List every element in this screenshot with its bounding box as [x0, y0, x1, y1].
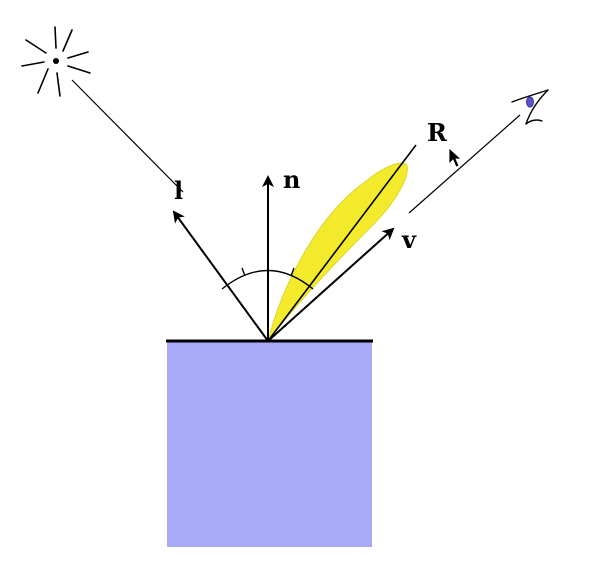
surface-block: [167, 341, 372, 547]
light-vector: [172, 210, 269, 342]
reflect-vector: [267, 144, 417, 342]
mouse-pointer-icon: [448, 147, 463, 168]
specular-lobe: [267, 162, 408, 342]
viewer-ray: [408, 114, 521, 214]
view-label: v: [401, 225, 417, 254]
normal-label: n: [283, 165, 300, 194]
eye-icon: [511, 89, 549, 125]
angle-tick-right: [290, 267, 295, 277]
view-vector: [267, 227, 395, 342]
reflect-label: R: [427, 118, 448, 147]
sun-icon: [21, 26, 91, 97]
light-label: l: [174, 176, 183, 205]
light-ray: [71, 79, 184, 193]
angle-tick-left: [241, 267, 246, 277]
